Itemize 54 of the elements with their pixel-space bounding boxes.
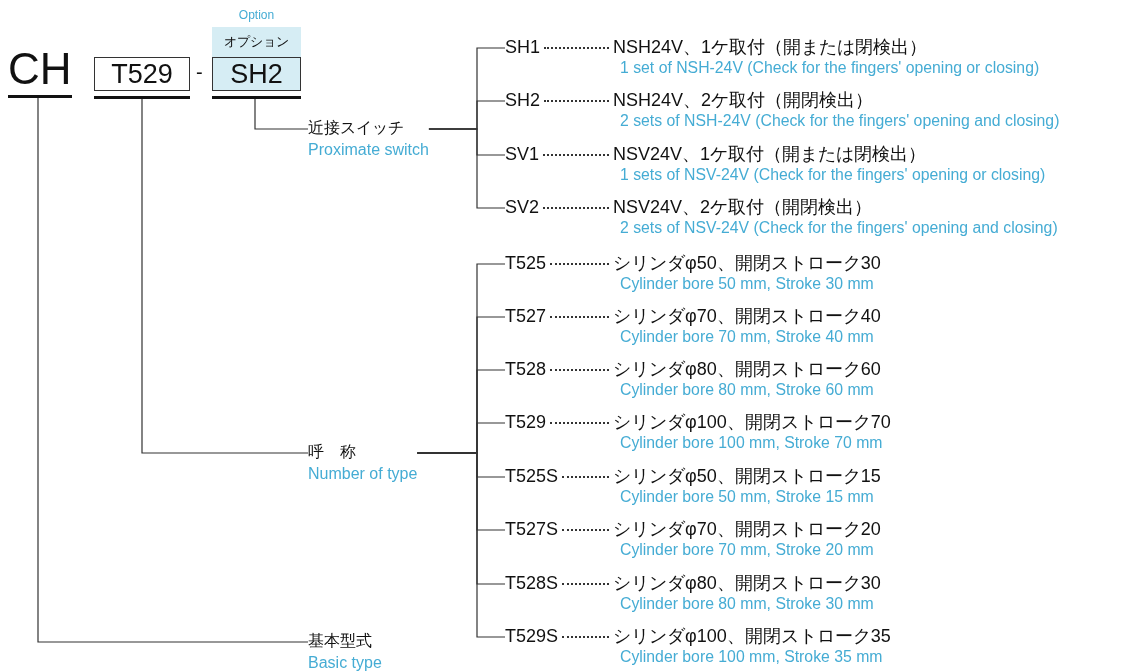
option-description-english: Cylinder bore 50 mm, Stroke 15 mm [620,487,875,507]
category-label-english: Number of type [308,464,418,484]
option-code: T528S [505,572,559,594]
option-code: SH1 [505,36,540,58]
category-label: 基本型式 [308,631,373,651]
category-label-english: Basic type [308,653,382,672]
option-code: T529S [505,625,559,647]
option-code: SV2 [505,196,540,218]
option-description: NSV24V、1ケ取付（開または閉検出） [613,143,927,165]
option-code: T529 [505,411,547,433]
leader-line [254,98,309,130]
leader-line [428,128,506,209]
option-description: NSV24V、2ケ取付（開閉検出） [613,196,873,218]
option-code: T528 [505,358,547,380]
option-description-english: Cylinder bore 100 mm, Stroke 35 mm [620,647,884,667]
option-code: T525S [505,465,559,487]
option-label: Option [237,7,276,24]
option-description-english: Cylinder bore 70 mm, Stroke 20 mm [620,540,875,560]
separator-dash: - [196,60,203,84]
leader-line [416,452,506,638]
option-code: SV1 [505,143,540,165]
option-description-english: 1 sets of NSV-24V (Check for the fingers' opening or closing) [620,165,1046,185]
option-description: シリンダφ80、開閉ストローク60 [613,358,881,380]
option-code: T527S [505,518,559,540]
category-label: 近接スイッチ [308,118,405,138]
underlined-code [94,57,190,99]
option-description-english: Cylinder bore 70 mm, Stroke 40 mm [620,327,875,347]
option-header: オプション [212,27,301,57]
leader-line [141,98,309,454]
base-model-code: CH [8,46,72,92]
option-description: シリンダφ100、開閉ストローク35 [613,625,891,647]
option-description: シリンダφ70、開閉ストローク40 [613,305,881,327]
option-description: シリンダφ50、開閉ストローク30 [613,252,881,274]
category-label: 呼 称 [308,442,357,462]
option-description-english: 2 sets of NSV-24V (Check for the fingers' opening and closing) [620,218,1058,238]
option-code-box: SH2 [212,57,301,91]
option-description-english: Cylinder bore 80 mm, Stroke 30 mm [620,594,875,614]
option-code: T527 [505,305,547,327]
option-description: NSH24V、1ケ取付（開または閉検出） [613,36,928,58]
option-description-english: Cylinder bore 100 mm, Stroke 70 mm [620,433,884,453]
option-description: シリンダφ80、開閉ストローク30 [613,572,881,594]
option-description: NSH24V、2ケ取付（開閉検出） [613,89,874,111]
option-description-english: Cylinder bore 80 mm, Stroke 60 mm [620,380,875,400]
option-description-english: 1 set of NSH-24V (Check for the fingers' opening or closing) [620,58,1040,78]
leader-line [37,97,309,643]
category-label-english: Proximate switch [308,140,429,160]
option-description-english: Cylinder bore 50 mm, Stroke 30 mm [620,274,875,294]
option-description: シリンダφ100、開閉ストローク70 [613,411,891,433]
model-code-box: T529 [94,57,190,91]
option-code: T525 [505,252,547,274]
option-description: シリンダφ70、開閉ストローク20 [613,518,881,540]
option-description-english: 2 sets of NSH-24V (Check for the fingers' opening and closing) [620,111,1060,131]
option-code: SH2 [505,89,540,111]
option-description: シリンダφ50、開閉ストローク15 [613,465,881,487]
